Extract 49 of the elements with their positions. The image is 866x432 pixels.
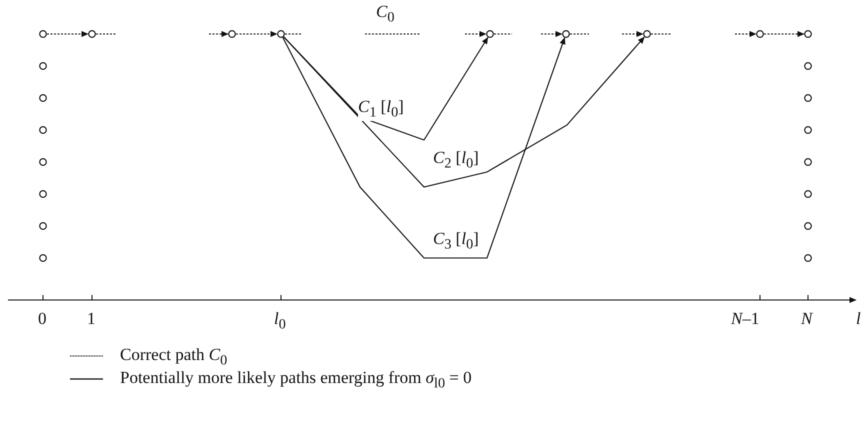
edge-label: C$_{1}$ [l$_{0}$] (358, 98, 404, 121)
state-circle (804, 190, 812, 198)
state-circle (39, 190, 47, 198)
state-circle (804, 126, 812, 134)
state-circle (39, 254, 47, 262)
legend-text: Potentially more likely paths emerging from σ$_{l0}$ = 0 (120, 369, 472, 392)
state-circle (228, 30, 236, 38)
state-circle (804, 254, 812, 262)
state-circle (643, 30, 651, 38)
axis-tick-label: l (856, 310, 861, 329)
path-line (283, 36, 645, 188)
dotted-line (96, 33, 116, 35)
state-circle (486, 30, 494, 38)
state-circle (756, 30, 764, 38)
path-line (283, 36, 488, 141)
state-circle (804, 62, 812, 70)
state-circle (804, 222, 812, 230)
state-circle (88, 30, 96, 38)
dotted-arrow (209, 31, 228, 37)
axis-tick-label: N (801, 310, 812, 329)
dotted-line (494, 33, 512, 35)
dotted-line (570, 33, 589, 35)
dotted-arrow (735, 31, 756, 37)
dotted-arrow (764, 31, 804, 37)
axis-tick-label: 0 (38, 310, 46, 329)
dotted-arrow (47, 31, 88, 37)
axis-tick-label: l$_{0}$ (274, 310, 286, 333)
state-circle (277, 30, 285, 38)
dotted-arrow (465, 31, 486, 37)
dotted-line (651, 33, 672, 35)
path-label: C$_{0}$ (376, 3, 394, 26)
state-circle (804, 158, 812, 166)
axis-tick-label: 1 (87, 310, 96, 329)
state-circle (804, 94, 812, 102)
state-circle (39, 94, 47, 102)
path-line (282, 37, 566, 259)
dotted-arrow (541, 31, 562, 37)
state-circle (39, 158, 47, 166)
legend-text: Correct path C$_{0}$ (120, 346, 228, 369)
state-circle (39, 30, 47, 38)
dotted-arrow (622, 31, 644, 37)
dotted-line (285, 33, 302, 35)
state-circle (39, 222, 47, 230)
dotted-arrow (236, 31, 278, 37)
state-circle (39, 62, 47, 70)
axis-tick-label: N–1 (731, 310, 760, 329)
state-circle (804, 30, 812, 38)
state-circle (39, 126, 47, 134)
state-circle (562, 30, 570, 38)
